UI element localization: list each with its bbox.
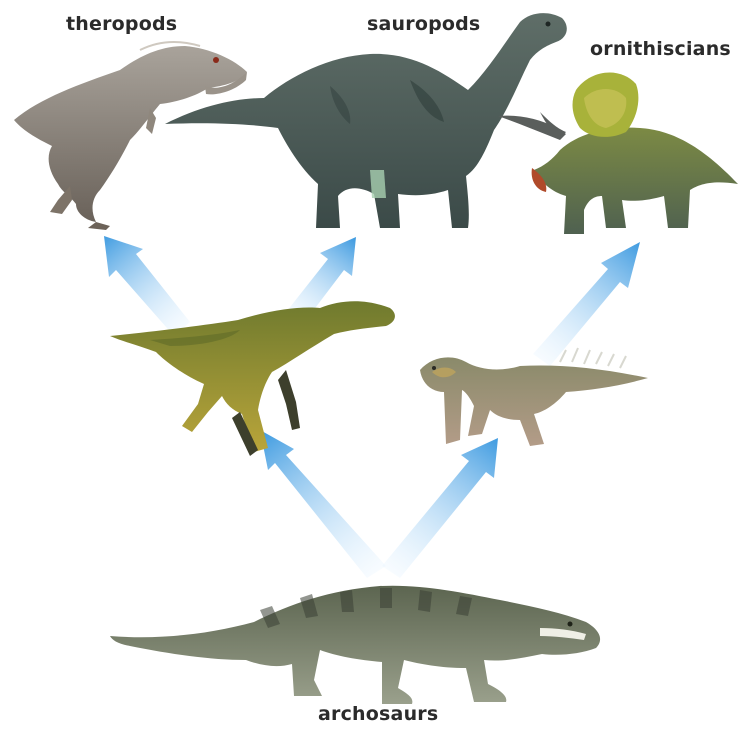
arrow-to-ornithiscians — [533, 242, 640, 366]
theropod-illustration — [14, 42, 247, 230]
arrow-to-theropods — [104, 236, 190, 336]
archosaur-illustration — [110, 586, 600, 704]
arrow-to-early-ornithiscian — [382, 438, 498, 578]
label-theropods: theropods — [66, 13, 177, 35]
ornithischian-illustration — [498, 73, 738, 234]
early-theropod-illustration — [110, 301, 395, 456]
label-archosaurs: archosaurs — [318, 703, 438, 725]
early-ornithischian-illustration — [420, 348, 648, 446]
arrow-to-early-theropod — [260, 430, 386, 578]
label-sauropods: sauropods — [367, 13, 480, 35]
sauropod-illustration — [165, 13, 567, 228]
label-ornithiscians: ornithiscians — [590, 38, 731, 60]
